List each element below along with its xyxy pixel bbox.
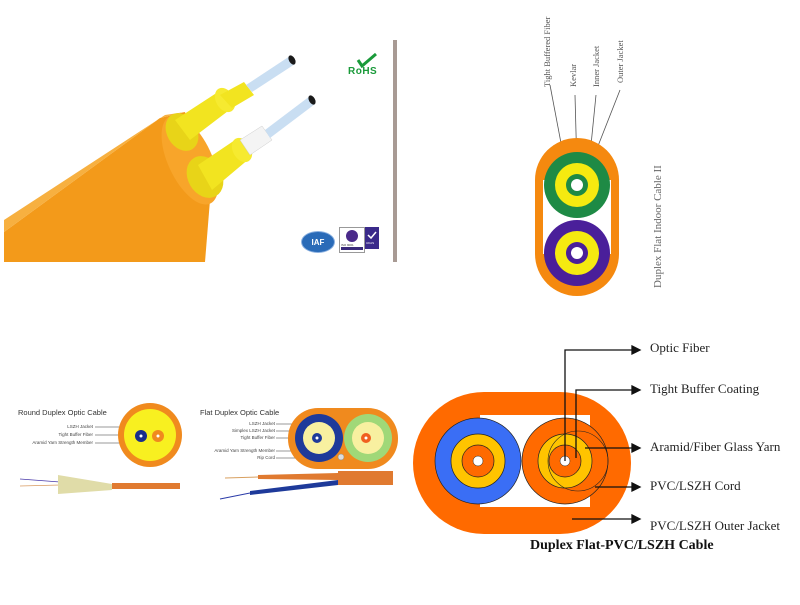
- rohs-badge: RoHS: [346, 52, 386, 82]
- duplex-cable-photo: [4, 40, 397, 262]
- aramid-yarn: [124, 409, 176, 461]
- label-inner-jacket: Inner Jacket: [591, 45, 601, 87]
- cable-jacket: [4, 112, 210, 262]
- checkmark-icon: [356, 52, 377, 68]
- label-tight-buffered-fiber: Tight Buffered Fiber: [542, 16, 552, 87]
- cable-body: [112, 483, 180, 489]
- label-kevlar: Kevlar: [568, 63, 578, 87]
- rip-cord: [337, 453, 345, 461]
- label-lszh-jacket: LSZH Jacket: [249, 421, 275, 426]
- label-aramid-yarn: Aramid/Fiber Glass Yarn: [650, 439, 781, 454]
- ukas-check-icon: [367, 231, 377, 240]
- indoor-cable-panel: Tight Buffered Fiber Kevlar Inner Jacket…: [520, 0, 690, 300]
- fiber-bottom: [265, 96, 315, 138]
- iaf-badge: IAF: [301, 231, 335, 253]
- label-aramid-yarn: Aramid Yarn Strength Member: [32, 440, 93, 445]
- pvc-lszh-diagram: [413, 344, 642, 534]
- label-outer-jacket: Outer Jacket: [615, 40, 625, 83]
- round-duplex-panel: Round Duplex Optic Cable LSZH Jacket Tig…: [0, 395, 200, 505]
- rohs-label: RoHS: [348, 66, 378, 77]
- orange-subcable: [258, 473, 338, 480]
- fiber-left: [472, 455, 484, 467]
- aramid-fan: [58, 475, 112, 494]
- label-simplex-lszh-jacket: Simplex LSZH Jacket: [231, 428, 275, 433]
- fiber-top: [246, 56, 295, 92]
- iso-logo-icon: [346, 230, 358, 242]
- arrow-optic-fiber: [564, 349, 632, 461]
- product-photo-panel: RoHS IAF ISO 9001 UKAS: [0, 0, 400, 262]
- label-outer-jacket: PVC/LSZH Outer Jacket: [650, 518, 780, 533]
- label-lszh-jacket: LSZH Jacket: [67, 424, 93, 429]
- arrow-tight-buffer: [575, 389, 632, 458]
- label-pvc-cord: PVC/LSZH Cord: [650, 478, 741, 493]
- indoor-cable-diagram: [535, 84, 621, 296]
- fiber-core-bottom: [571, 247, 583, 259]
- round-duplex-title: Round Duplex Optic Cable: [18, 408, 107, 417]
- blue-subcable: [250, 480, 338, 495]
- label-optic-fiber: Optic Fiber: [650, 340, 710, 355]
- round-duplex-diagram: [19, 403, 182, 494]
- iso-badge: ISO 9001: [339, 227, 365, 253]
- ukas-badge: UKAS: [365, 227, 379, 249]
- flat-duplex-diagram: [219, 408, 398, 500]
- white-coating: [239, 125, 273, 156]
- flat-cable-body: [338, 471, 393, 485]
- indoor-cable-title: Duplex Flat Indoor Cable II: [652, 165, 664, 288]
- flat-duplex-title: Flat Duplex Optic Cable: [200, 408, 280, 417]
- divider-bar: [393, 40, 397, 262]
- label-rip-cord: Rip Cord: [257, 455, 275, 460]
- label-aramid-yarn: Aramid Yarn Strength Member: [214, 448, 275, 453]
- pvc-lszh-panel: Optic Fiber Tight Buffer Coating Aramid/…: [410, 330, 800, 600]
- leader-arrows: [564, 344, 642, 525]
- label-tight-buffer-fiber: Tight Buffer Fiber: [240, 435, 275, 440]
- fiber-core-top: [571, 179, 583, 191]
- label-tight-buffer-fiber: Tight Buffer Fiber: [58, 432, 93, 437]
- flat-duplex-panel: Flat Duplex Optic Cable LSZH Jacket Simp…: [200, 395, 410, 505]
- pvc-lszh-title: Duplex Flat-PVC/LSZH Cable: [530, 538, 714, 553]
- label-tight-buffer-coating: Tight Buffer Coating: [650, 381, 760, 396]
- leader-line: [597, 89, 621, 147]
